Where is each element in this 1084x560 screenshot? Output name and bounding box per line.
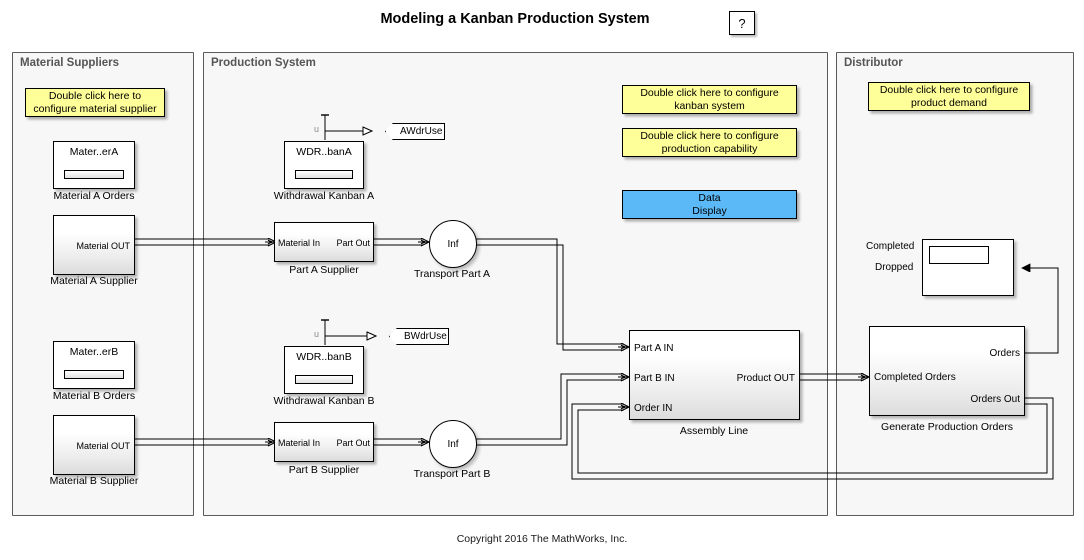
block-assembly-line[interactable]: Part A IN Part B IN Order IN Product OUT (629, 330, 800, 420)
goto-tag-bwdruse-label: BWdrUse (404, 331, 447, 342)
note-production-capability[interactable]: Double click here to configure productio… (622, 128, 797, 157)
block-material-a-orders[interactable]: Mater..erA (53, 141, 135, 189)
note-material-supplier[interactable]: Double click here to configure material … (25, 88, 165, 117)
label-dropped: Dropped (875, 262, 914, 273)
copyright-notice: Copyright 2016 The MathWorks, Inc. (0, 533, 1084, 545)
port-material-b-supplier-out: Material OUT (76, 441, 130, 451)
port-part-a-supplier-in: Material In (278, 238, 321, 248)
port-assembly-line-part-a-in: Part A IN (634, 343, 674, 354)
port-gpo-orders-out: Orders Out (970, 394, 1020, 405)
label-completed: Completed (866, 241, 915, 252)
queue-level-bar (64, 170, 124, 179)
block-withdrawal-kanban-b-name: WDR..banB (296, 351, 352, 363)
note-data-display[interactable]: Data Display (622, 190, 797, 219)
block-transport-part-b[interactable]: Inf (429, 420, 477, 468)
port-part-a-supplier-out: Part Out (336, 238, 370, 248)
note-production-capability-line2: production capability (661, 142, 758, 155)
port-gpo-completed-orders-in: Completed Orders (874, 372, 956, 383)
caption-part-a-supplier: Part A Supplier (289, 264, 359, 276)
note-product-demand-line1: Double click here to configure (879, 83, 1019, 96)
port-withdrawal-kanban-a-in: u (314, 124, 320, 134)
note-kanban-system-line2: kanban system (674, 99, 745, 112)
goto-block-bwdruse[interactable]: BWdrUse (389, 328, 449, 345)
note-material-supplier-line2: configure material supplier (33, 102, 157, 115)
block-withdrawal-kanban-a-name: WDR..banA (296, 146, 352, 158)
note-data-display-line1: Data (698, 191, 721, 204)
help-button[interactable]: ? (729, 11, 755, 35)
caption-material-a-orders: Material A Orders (53, 190, 135, 202)
port-assembly-line-product-out: Product OUT (736, 373, 795, 384)
page-title: Modeling a Kanban Production System (0, 11, 1084, 27)
caption-withdrawal-kanban-a: Withdrawal Kanban A (273, 190, 375, 202)
block-order-scope[interactable] (922, 239, 1014, 296)
panel-production-system-title: Production System (211, 57, 316, 69)
note-production-capability-line1: Double click here to configure (640, 129, 779, 142)
note-kanban-system-line1: Double click here to configure (640, 86, 779, 99)
caption-generate-production-orders: Generate Production Orders (881, 421, 1013, 433)
caption-transport-part-a: Transport Part A (413, 268, 491, 280)
panel-material-suppliers-title: Material Suppliers (20, 57, 120, 69)
caption-withdrawal-kanban-b: Withdrawal Kanban B (273, 395, 375, 407)
queue-level-bar (64, 370, 124, 379)
question-mark-icon: ? (738, 15, 746, 31)
block-transport-part-a-capacity: Inf (447, 238, 459, 250)
panel-distributor-title: Distributor (844, 57, 903, 69)
block-material-b-supplier[interactable]: Material OUT (53, 415, 135, 475)
port-assembly-line-order-in: Order IN (634, 403, 673, 414)
block-transport-part-b-capacity: Inf (447, 438, 459, 450)
caption-assembly-line: Assembly Line (679, 425, 749, 437)
block-generate-production-orders[interactable]: Orders Completed Orders Orders Out (869, 326, 1025, 416)
caption-transport-part-b: Transport Part B (413, 468, 491, 480)
scope-display-area (929, 246, 989, 264)
block-transport-part-a[interactable]: Inf (429, 220, 477, 268)
port-part-b-supplier-out: Part Out (336, 438, 370, 448)
caption-material-b-orders: Material B Orders (52, 390, 136, 402)
note-kanban-system[interactable]: Double click here to configure kanban sy… (622, 85, 797, 114)
caption-material-b-supplier: Material B Supplier (49, 475, 139, 487)
block-material-b-orders-name: Mater..erB (69, 346, 119, 358)
block-withdrawal-kanban-b[interactable]: WDR..banB (284, 346, 364, 394)
goto-tag-awdruse-label: AWdrUse (400, 126, 443, 137)
port-part-b-supplier-in: Material In (278, 438, 321, 448)
copyright-text: Copyright 2016 The MathWorks, Inc. (456, 533, 628, 545)
caption-part-b-supplier: Part B Supplier (288, 464, 360, 476)
block-part-b-supplier[interactable]: Material In Part Out (274, 422, 374, 462)
port-assembly-line-part-b-in: Part B IN (634, 373, 675, 384)
note-product-demand[interactable]: Double click here to configure product d… (868, 82, 1030, 111)
note-product-demand-line2: product demand (911, 96, 987, 109)
block-material-a-supplier[interactable]: Material OUT (53, 215, 135, 275)
goto-block-awdruse[interactable]: AWdrUse (385, 123, 445, 140)
port-gpo-orders-out-top: Orders (989, 348, 1020, 359)
note-material-supplier-line1: Double click here to (48, 89, 142, 102)
caption-material-a-supplier: Material A Supplier (50, 275, 138, 287)
port-withdrawal-kanban-b-in: u (314, 329, 320, 339)
queue-level-bar (295, 170, 353, 179)
port-material-a-supplier-out: Material OUT (76, 241, 130, 251)
page-title-text: Modeling a Kanban Production System (380, 11, 650, 27)
block-part-a-supplier[interactable]: Material In Part Out (274, 222, 374, 262)
note-data-display-line2: Display (692, 204, 727, 217)
block-withdrawal-kanban-a[interactable]: WDR..banA (284, 141, 364, 189)
block-material-b-orders[interactable]: Mater..erB (53, 341, 135, 389)
queue-level-bar (295, 375, 353, 384)
block-material-a-orders-name: Mater..erA (69, 146, 119, 158)
